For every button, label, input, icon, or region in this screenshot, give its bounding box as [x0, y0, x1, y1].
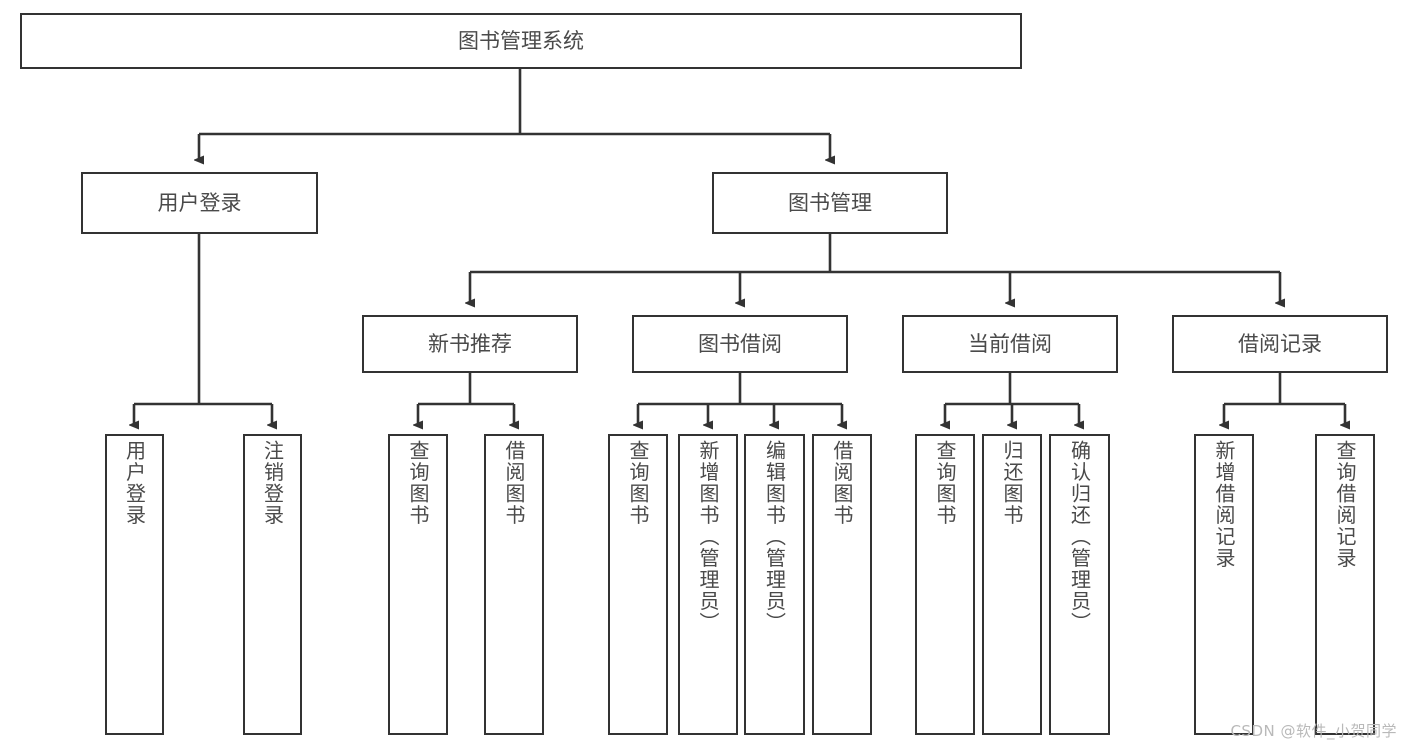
node-label: 查询图书	[626, 440, 650, 526]
leaf-user-login-logout[interactable]: 注销登录	[243, 434, 302, 735]
node-book-management[interactable]: 图书管理	[712, 172, 948, 234]
leaf-borrow-edit-book[interactable]: 编辑图书（管理员）	[744, 434, 805, 735]
node-label: 图书借阅	[698, 331, 782, 356]
leaf-current-confirm-return[interactable]: 确认归还（管理员）	[1049, 434, 1110, 735]
node-label: 图书管理系统	[458, 28, 584, 53]
node-book-borrow[interactable]: 图书借阅	[632, 315, 848, 373]
node-label: 归还图书	[1000, 440, 1024, 526]
node-label: 新书推荐	[428, 331, 512, 356]
node-label: 查询借阅记录	[1333, 440, 1357, 569]
node-new-book-recommend[interactable]: 新书推荐	[362, 315, 578, 373]
node-user-login[interactable]: 用户登录	[81, 172, 318, 234]
node-label: 新增图书（管理员）	[696, 440, 720, 634]
leaf-current-return-book[interactable]: 归还图书	[982, 434, 1042, 735]
node-label: 用户登录	[122, 440, 147, 526]
node-label: 当前借阅	[968, 331, 1052, 356]
node-label: 查询图书	[406, 440, 430, 526]
node-label: 用户登录	[157, 190, 242, 215]
node-label: 查询图书	[933, 440, 957, 526]
leaf-user-login-login[interactable]: 用户登录	[105, 434, 164, 735]
leaf-recommend-borrow-book[interactable]: 借阅图书	[484, 434, 544, 735]
node-label: 借阅图书	[502, 440, 526, 526]
node-label: 编辑图书（管理员）	[762, 440, 787, 634]
node-label: 注销登录	[260, 440, 285, 526]
node-borrow-record[interactable]: 借阅记录	[1172, 315, 1388, 373]
leaf-recommend-query-book[interactable]: 查询图书	[388, 434, 448, 735]
leaf-borrow-query-book[interactable]: 查询图书	[608, 434, 668, 735]
node-root-system[interactable]: 图书管理系统	[20, 13, 1022, 69]
node-label: 借阅图书	[830, 440, 854, 526]
watermark-text: CSDN @软件_小贺同学	[1230, 722, 1397, 740]
node-label: 借阅记录	[1238, 331, 1322, 356]
leaf-borrow-add-book[interactable]: 新增图书（管理员）	[678, 434, 738, 735]
leaf-current-query-book[interactable]: 查询图书	[915, 434, 975, 735]
node-label: 确认归还（管理员）	[1067, 440, 1092, 634]
leaf-record-add-record[interactable]: 新增借阅记录	[1194, 434, 1254, 735]
node-current-borrow[interactable]: 当前借阅	[902, 315, 1118, 373]
node-label: 新增借阅记录	[1212, 440, 1236, 569]
leaf-borrow-borrow-book[interactable]: 借阅图书	[812, 434, 872, 735]
node-label: 图书管理	[788, 190, 872, 215]
leaf-record-query-record[interactable]: 查询借阅记录	[1315, 434, 1375, 735]
